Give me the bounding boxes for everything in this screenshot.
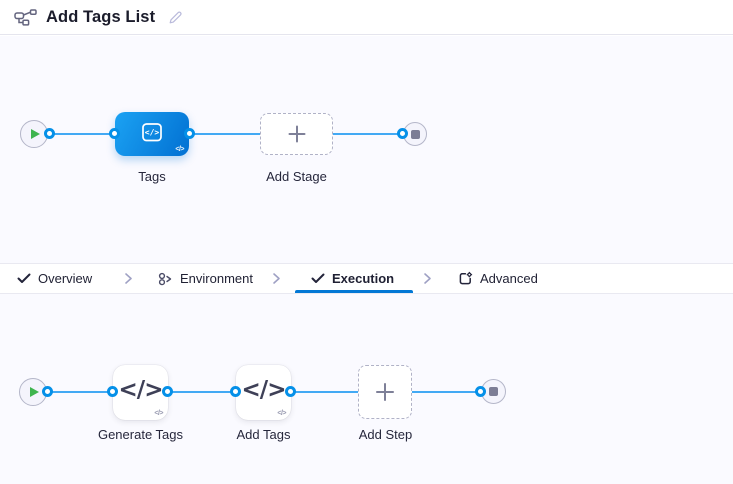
plus-icon [373,380,397,404]
add-step-button[interactable] [358,365,412,419]
check-icon [311,273,325,284]
connector-dot [162,386,173,397]
code-badge-icon: </> [154,410,163,417]
connector-dot [397,128,408,139]
pipeline-start-node [20,120,48,148]
tab-environment[interactable]: Environment [158,264,253,293]
tab-label: Advanced [480,271,538,286]
chevron-right-icon [423,272,432,290]
tab-execution[interactable]: Execution [311,264,394,293]
add-stage-button[interactable] [260,113,333,155]
advanced-gear-icon [458,271,473,286]
stage-canvas: </> </> Tags Add Stage [0,36,733,263]
step-add-tags[interactable]: </> </> [236,365,291,420]
check-icon [17,273,31,284]
connector-dot [475,386,486,397]
svg-text:</>: </> [145,128,160,137]
tab-advanced[interactable]: Advanced [458,264,538,293]
play-icon [30,387,39,397]
pipeline-studio-icon [14,8,37,26]
stage-label: Tags [138,169,166,184]
execution-canvas: </> </> </> </> Generate Tags Add Tags A… [0,294,733,484]
active-tab-underline [295,290,413,293]
environment-icon [158,272,173,286]
stop-icon [410,129,420,139]
tab-label: Execution [332,271,395,286]
stage-tags[interactable]: </> </> [115,112,189,156]
pipeline-header: Add Tags List [0,0,733,35]
pipeline-title: Add Tags List [46,7,156,26]
code-stage-icon: </> [138,122,166,146]
code-step-icon: </> [118,377,164,403]
connector-dot [230,386,241,397]
chevron-right-icon [124,272,133,290]
step-label: Generate Tags [97,427,184,442]
tab-label: Overview [38,271,93,286]
stage-flow-line [34,133,415,135]
step-label: Add Tags [236,427,291,442]
connector-dot [109,128,120,139]
connector-dot [44,128,55,139]
add-stage-label: Add Stage [266,169,327,184]
pipeline-tabbar: Overview Environment Execution [0,263,733,294]
code-badge-icon: </> [175,146,184,153]
connector-dot [184,128,195,139]
step-generate-tags[interactable]: </> </> [113,365,168,420]
code-badge-icon: </> [277,410,286,417]
play-icon [31,129,40,139]
connector-dot [285,386,296,397]
connector-dot [42,386,53,397]
edit-pencil-icon[interactable] [167,9,184,26]
tab-overview[interactable]: Overview [17,264,92,293]
chevron-right-icon [272,272,281,290]
tab-label: Environment [180,271,253,286]
stop-icon [489,387,498,396]
code-step-icon: </> [241,377,287,403]
plus-icon [286,123,308,145]
add-step-label: Add Step [358,427,413,442]
connector-dot [107,386,118,397]
